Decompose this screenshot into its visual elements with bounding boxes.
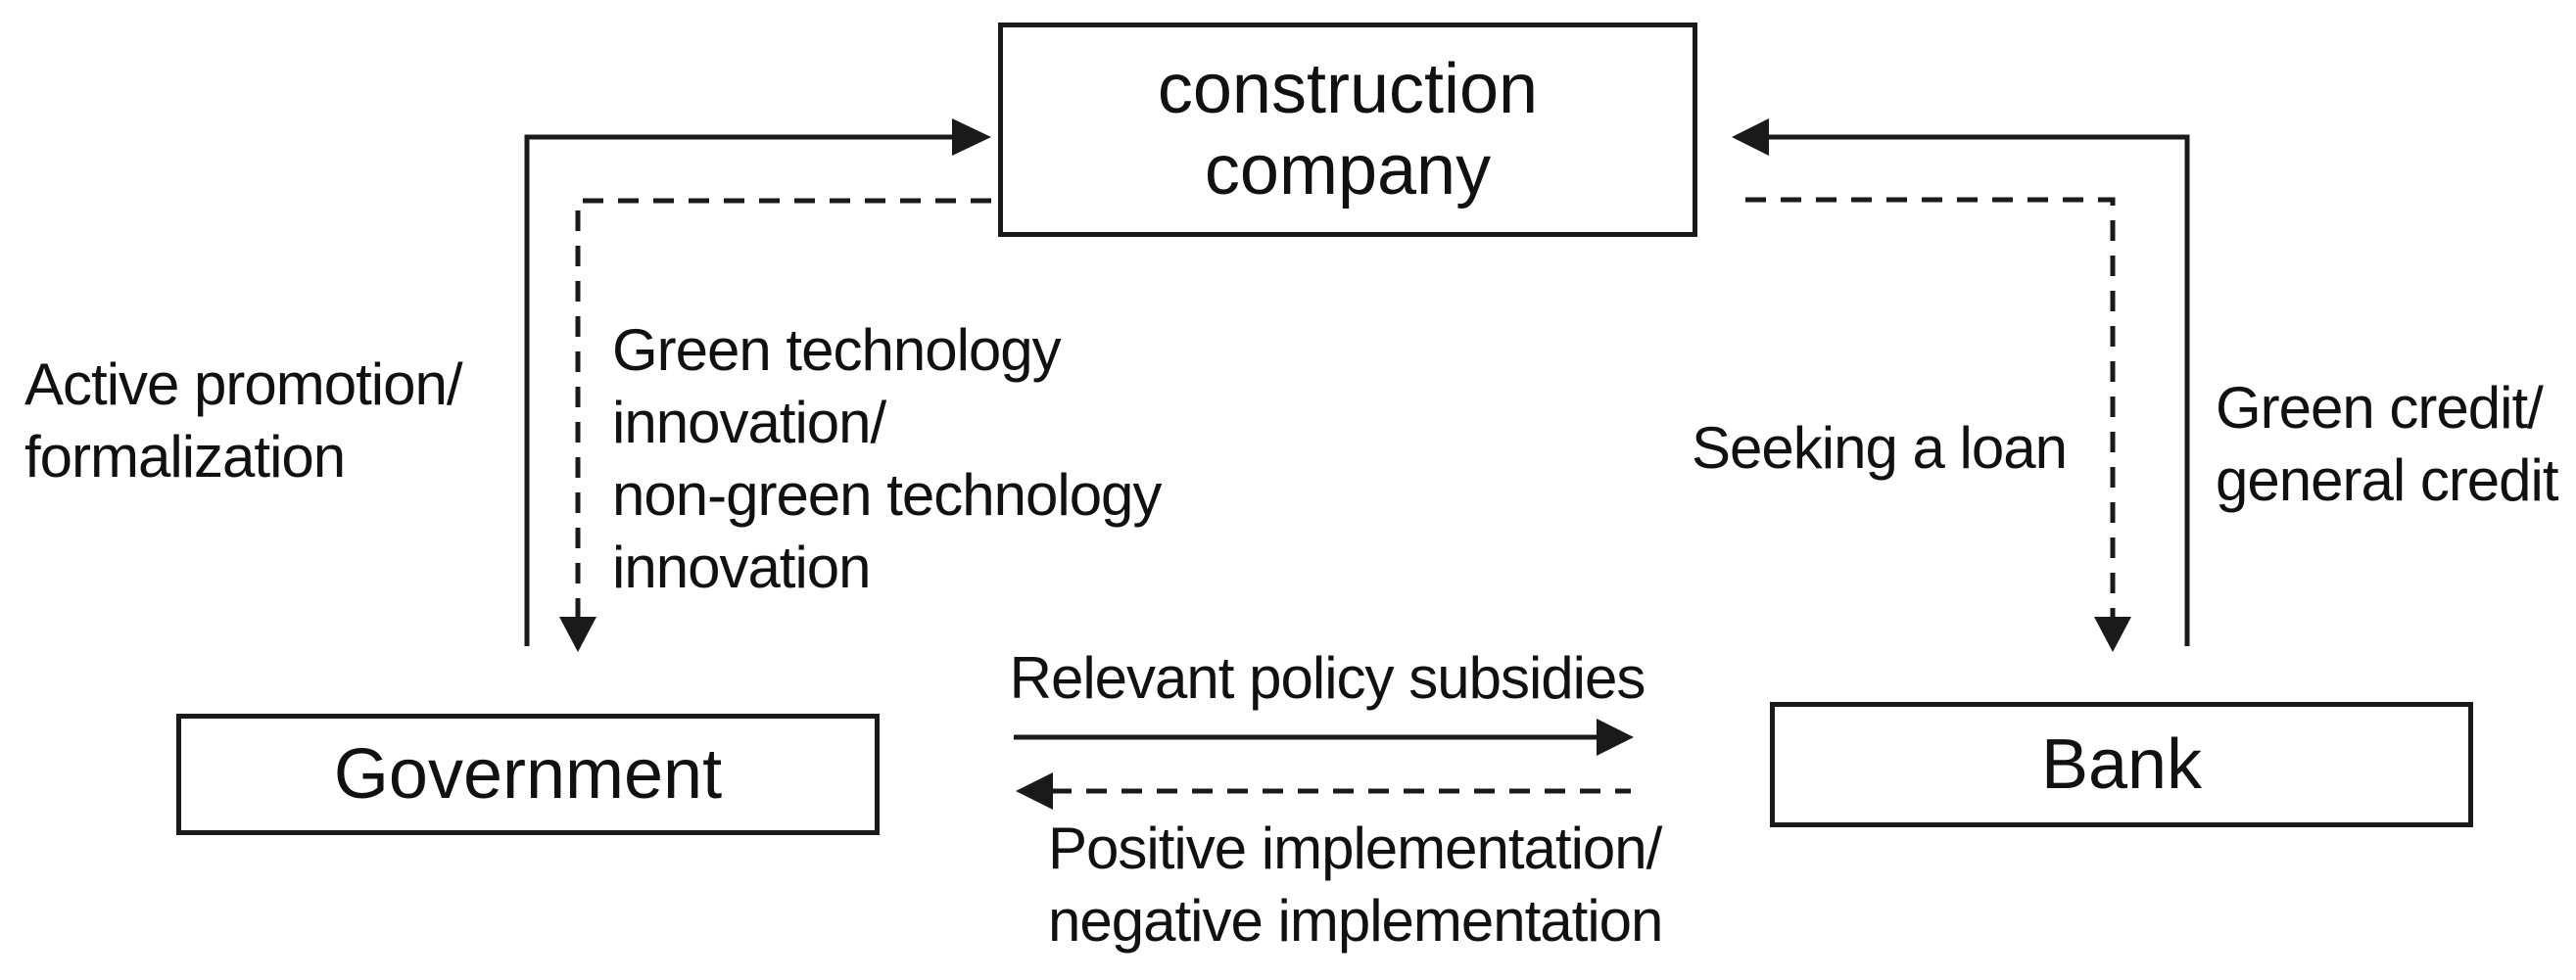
edge-policy-subsidies xyxy=(1014,719,1634,756)
edge-green-credit xyxy=(1732,118,2190,646)
node-government-label: Government xyxy=(333,734,723,814)
arrowhead-down-icon xyxy=(2094,617,2131,652)
node-construction-company-label: construction company xyxy=(1157,50,1539,210)
label-green-credit: Green credit/ general credit xyxy=(2216,375,2559,513)
node-bank: Bank xyxy=(1770,702,2473,827)
arrowhead-left-icon xyxy=(1732,118,1769,156)
label-active-promotion: Active promotion/ formalization xyxy=(24,351,463,490)
edge-implementation xyxy=(1016,772,1631,810)
edge-green-innovation xyxy=(559,198,991,652)
edge-active-promotion xyxy=(524,118,991,646)
edge-seeking-loan xyxy=(1745,197,2131,652)
label-policy-subsidies: Relevant policy subsidies xyxy=(1009,645,1646,711)
label-seeking-loan: Seeking a loan xyxy=(1692,415,2068,481)
arrowhead-right-icon xyxy=(952,118,991,156)
label-green-innovation: Green technology innovation/ non-green t… xyxy=(612,317,1162,600)
node-government: Government xyxy=(176,714,880,835)
node-bank-label: Bank xyxy=(2040,724,2203,804)
arrowhead-down-icon xyxy=(559,617,596,652)
node-construction-company: construction company xyxy=(998,23,1697,237)
arrowhead-left-icon xyxy=(1016,772,1053,810)
arrowhead-right-icon xyxy=(1597,719,1634,756)
label-implementation: Positive implementation/ negative implem… xyxy=(1048,816,1663,954)
